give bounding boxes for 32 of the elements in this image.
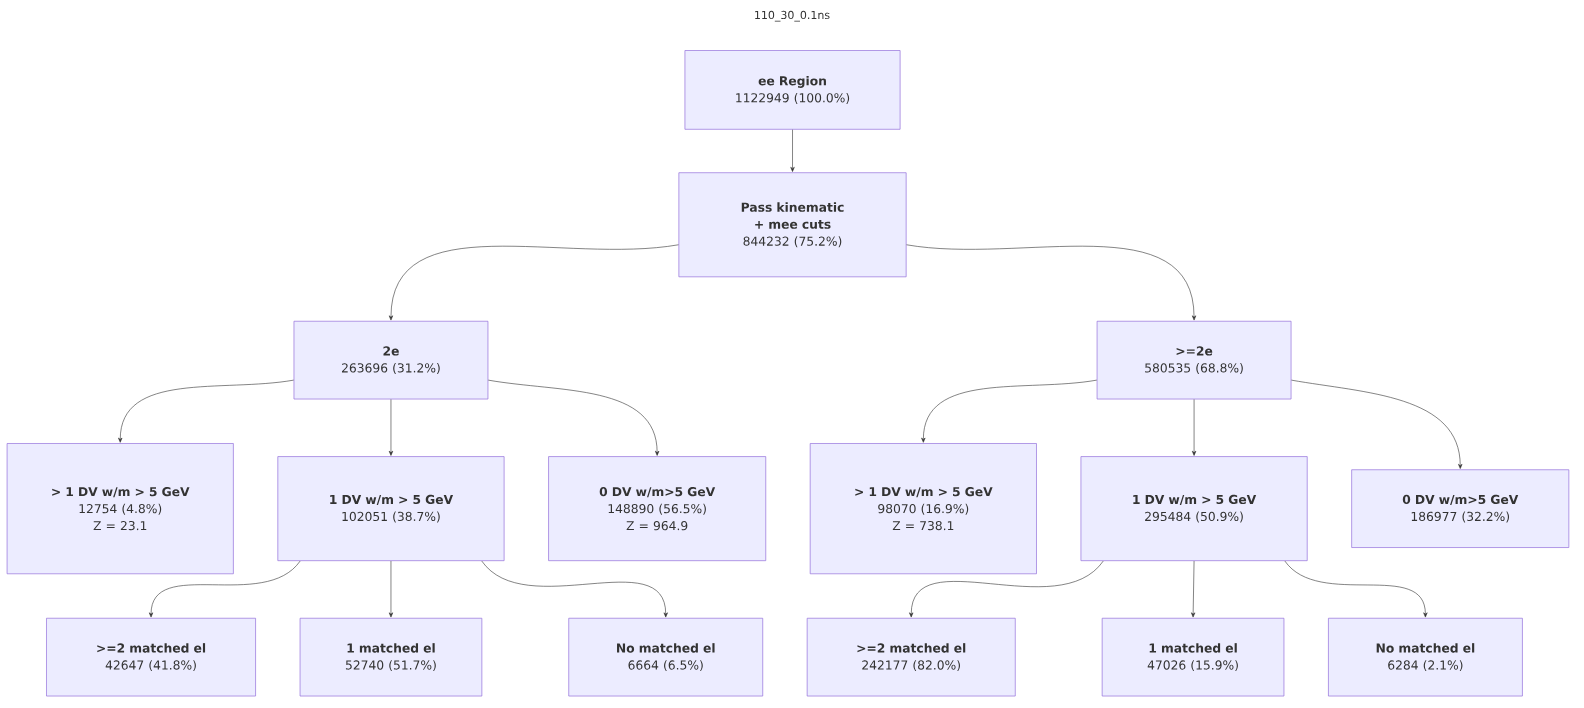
process-box: > 1 DV w/m > 5 GeV 98070 (16.9%) Z = 738.1 <box>809 443 1037 575</box>
process-box: >=2 matched el 242177 (82.0%) <box>806 617 1016 697</box>
process-box: 1 DV w/m > 5 GeV 102051 (38.7%) <box>277 456 505 561</box>
process-box: ee Region 1122949 (100.0%) <box>684 50 901 130</box>
process-box: > 1 DV w/m > 5 GeV 12754 (4.8%) Z = 23.1 <box>6 443 234 575</box>
process-box: >=2 matched el 42647 (41.8%) <box>46 617 256 697</box>
arrow <box>488 379 660 456</box>
arrow <box>909 560 1104 618</box>
arrow <box>388 560 394 618</box>
process-box: 2e 263696 (31.2%) <box>293 320 489 400</box>
arrow <box>1291 379 1463 469</box>
process-box: >=2e 580535 (68.8%) <box>1096 320 1292 400</box>
arrow <box>148 560 301 618</box>
process-box: 1 matched el 52740 (51.7%) <box>299 617 483 697</box>
arrow <box>388 244 679 321</box>
arrow <box>1191 399 1197 456</box>
process-box: 1 matched el 47026 (15.9%) <box>1101 617 1285 697</box>
arrow <box>118 379 294 443</box>
arrow <box>1191 560 1196 618</box>
process-box: 0 DV w/m>5 GeV 148890 (56.5%) Z = 964.9 <box>548 456 767 561</box>
arrow <box>1284 560 1428 618</box>
arrow <box>481 560 668 618</box>
arrow <box>906 244 1197 321</box>
process-box: 0 DV w/m>5 GeV 186977 (32.2%) <box>1351 469 1570 548</box>
process-box: No matched el 6664 (6.5%) <box>568 617 764 697</box>
arrow <box>790 129 795 172</box>
arrow <box>921 379 1097 443</box>
process-box: Pass kinematic + mee cuts 844232 (75.2%) <box>678 172 907 278</box>
process-box: No matched el 6284 (2.1%) <box>1328 617 1523 697</box>
arrow <box>388 399 394 456</box>
diagram-title: 110_30_0.1ns <box>755 10 830 22</box>
process-box: 1 DV w/m > 5 GeV 295484 (50.9%) <box>1080 456 1308 561</box>
